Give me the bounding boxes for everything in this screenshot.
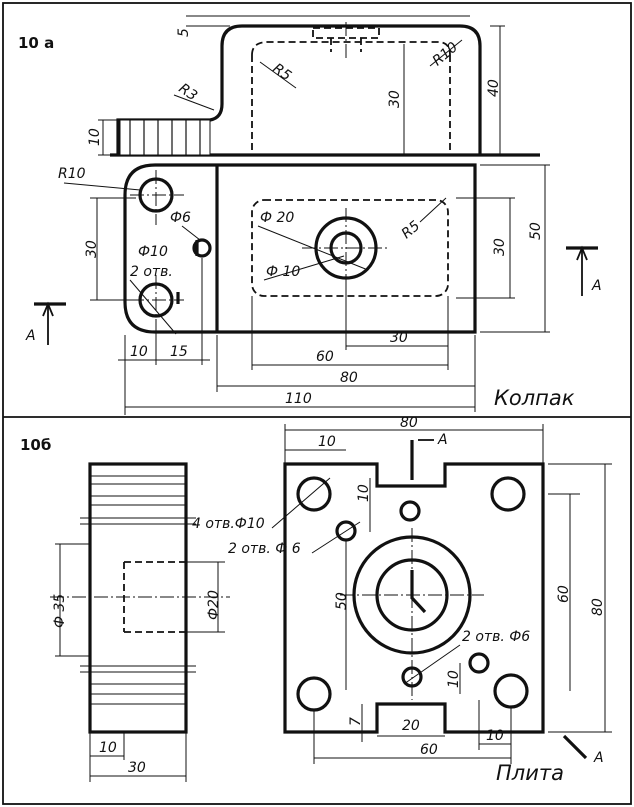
dim-7: 7: [348, 717, 364, 726]
dim-80-right: 80: [590, 598, 606, 616]
panel-a: 10 а 5 40: [18, 15, 602, 415]
cap-front-view: [110, 22, 540, 157]
dim-60-plate: 60: [556, 585, 572, 603]
dim-30-bottom: 30: [390, 330, 408, 346]
dim-10-vert: 10: [356, 484, 372, 502]
dim-10-bottom: 10: [486, 728, 504, 744]
dim-r10-top: R10: [430, 39, 461, 69]
dim-phi35: Ф 35: [52, 594, 68, 628]
panel-a-number: 10 а: [18, 34, 54, 52]
dim-r5-inner: R5: [399, 218, 424, 242]
section-a-right: А: [591, 278, 602, 294]
dim-10-side: 10: [99, 740, 117, 756]
section-b-bottom: А: [593, 750, 604, 766]
dim-10-right: 10: [446, 670, 462, 688]
dim-15: 15: [170, 344, 188, 360]
dim-30-front: 30: [387, 90, 403, 108]
dim-60-bottom: 60: [420, 742, 438, 758]
section-b-top: А: [437, 432, 448, 448]
cap-plan-view: [123, 163, 477, 334]
section-a-left: А: [25, 328, 36, 344]
dim-50: 50: [528, 222, 544, 240]
dim-60: 60: [316, 349, 334, 365]
dim-5: 5: [176, 28, 192, 37]
dim-40: 40: [486, 79, 502, 97]
dim-80-top: 80: [400, 415, 418, 431]
cap-plan-dimensions: R10 30 Ф6 Ф10 2 отв. Ф 20 Ф 10 R5 30 50: [58, 164, 550, 415]
plate-side-dimensions: Ф 35 Ф20 10 30: [52, 543, 225, 782]
dim-2-holes: 2 отв.: [130, 264, 173, 280]
dim-10-bottom: 10: [130, 344, 148, 360]
dim-110: 110: [285, 391, 312, 407]
panel-b: 10б Ф 35 Ф20: [20, 415, 612, 785]
dim-phi20-side: Ф20: [206, 590, 222, 620]
dim-30-side: 30: [128, 760, 146, 776]
dim-50-plate: 50: [334, 592, 350, 610]
dim-80: 80: [340, 370, 358, 386]
dim-phi10-center: Ф 10: [266, 264, 300, 280]
dim-20: 20: [402, 718, 420, 734]
dim-phi10: Ф10: [138, 244, 168, 260]
dim-2-holes-6b: 2 отв. Ф6: [462, 629, 530, 645]
section-markers-a: А А: [25, 245, 602, 345]
dim-r3: R3: [176, 81, 200, 105]
dim-30-side: 30: [84, 240, 100, 258]
dim-2-holes-6: 2 отв. Ф 6: [228, 541, 301, 557]
plate-side-view: [50, 462, 230, 734]
dim-30-right: 30: [492, 238, 508, 256]
panel-a-title: Колпак: [494, 386, 575, 410]
dim-phi20: Ф 20: [260, 210, 294, 226]
panel-b-title: Плита: [496, 761, 564, 785]
plate-plan-dimensions: 80 10 А 10 4 отв.Ф10 2 отв. Ф 6 50 60 80…: [192, 415, 612, 766]
dim-r10-side: R10: [58, 166, 86, 182]
dim-10-front: 10: [87, 128, 103, 146]
dim-r5-top: R5: [270, 61, 295, 85]
dim-phi6: Ф6: [170, 210, 191, 226]
dim-4-holes: 4 отв.Ф10: [192, 516, 265, 532]
panel-b-number: 10б: [20, 436, 51, 454]
dim-10-top: 10: [318, 434, 336, 450]
